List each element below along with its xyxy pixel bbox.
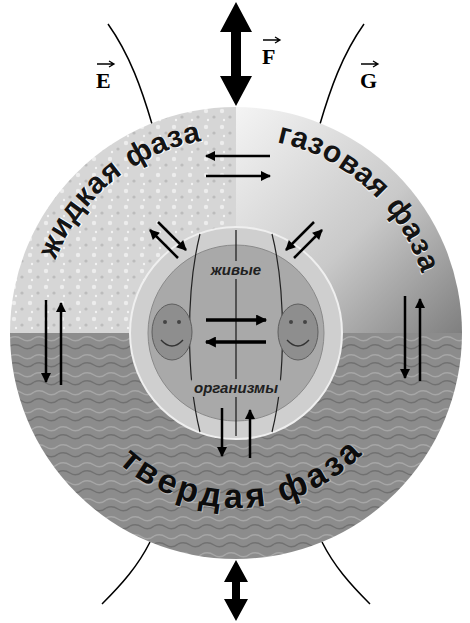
double-arrow	[224, 560, 248, 621]
vector-arrow	[97, 61, 114, 67]
arrow-line	[158, 222, 186, 250]
field-line	[320, 24, 364, 124]
smiley-face	[152, 304, 192, 360]
arrow-line	[404, 296, 407, 378]
double-arrow	[220, 2, 252, 106]
organisms-label: живые	[208, 261, 264, 278]
field-line	[102, 542, 150, 604]
vector-label: G	[360, 70, 377, 92]
vector-label: F	[262, 46, 275, 68]
organisms-label: организмы	[191, 379, 281, 396]
arrow-line	[221, 408, 224, 456]
phase-label: газовая фаза	[275, 118, 445, 275]
exchange-arrow	[206, 340, 266, 344]
exchange-arrows	[405, 296, 420, 381]
vector-arrow	[263, 37, 280, 43]
arrow-line	[45, 300, 48, 382]
arrow-line	[249, 410, 252, 458]
vector-label: E	[96, 70, 111, 92]
arrow-line	[206, 175, 270, 178]
arrow-line	[206, 155, 270, 158]
field-line	[322, 542, 370, 604]
phase-label: твердая фаза	[115, 433, 366, 513]
arrow-line	[419, 299, 422, 381]
field-line	[108, 24, 152, 124]
arrow-line	[294, 230, 322, 258]
smiley-face	[278, 304, 318, 360]
exchange-arrows	[46, 300, 61, 385]
arrow-line	[150, 230, 178, 258]
phase-label: жидкая фаза	[32, 116, 202, 261]
vector-arrow	[361, 61, 378, 67]
outer-ring	[130, 227, 342, 439]
exchange-arrows	[286, 222, 322, 258]
exchange-arrow	[206, 318, 266, 322]
field-line	[235, 230, 236, 436]
exchange-arrows	[150, 222, 186, 258]
arrow-line	[60, 303, 63, 385]
arrow-line	[286, 222, 314, 250]
exchange-arrows	[222, 408, 250, 458]
exchange-arrows	[206, 156, 270, 176]
